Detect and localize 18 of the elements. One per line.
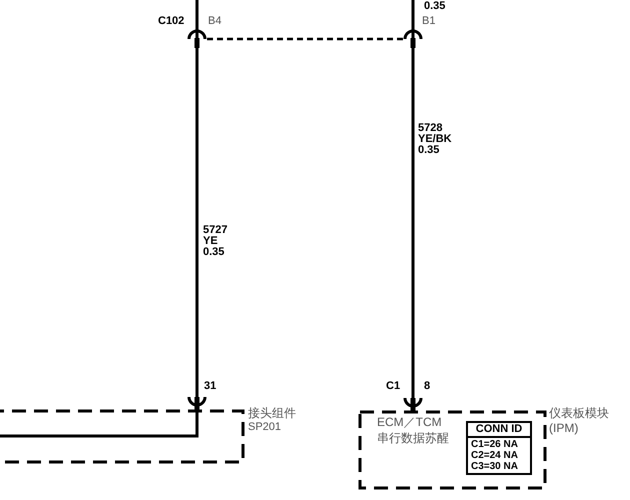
wire-label: 5727 YE 0.35 (203, 225, 228, 258)
component-id: SP201 (248, 421, 282, 434)
connector-label: B1 (422, 15, 436, 28)
connector-id-table (466, 421, 532, 475)
component-name: 接头组件 (248, 406, 296, 421)
connector-label: 8 (424, 380, 430, 393)
table-row-text: C1=26 NA (471, 439, 519, 450)
table-row-text: C2=24 NA (471, 450, 519, 461)
wire-label: 5728 YE/BK 0.35 (418, 123, 453, 156)
connector-label: C102 (158, 15, 184, 28)
connector-label: B4 (208, 15, 222, 28)
connector-label: 0.35 (424, 0, 446, 13)
connector-label: 31 (204, 380, 216, 393)
module-name: 仪表板模块 (IPM) (549, 406, 610, 436)
table-header: CONN ID (468, 423, 530, 438)
table-row-text: C3=30 NA (471, 461, 519, 472)
connector-label: C1 (386, 380, 400, 393)
module-function: ECM／TCM 串行数据苏醒 (377, 414, 450, 446)
